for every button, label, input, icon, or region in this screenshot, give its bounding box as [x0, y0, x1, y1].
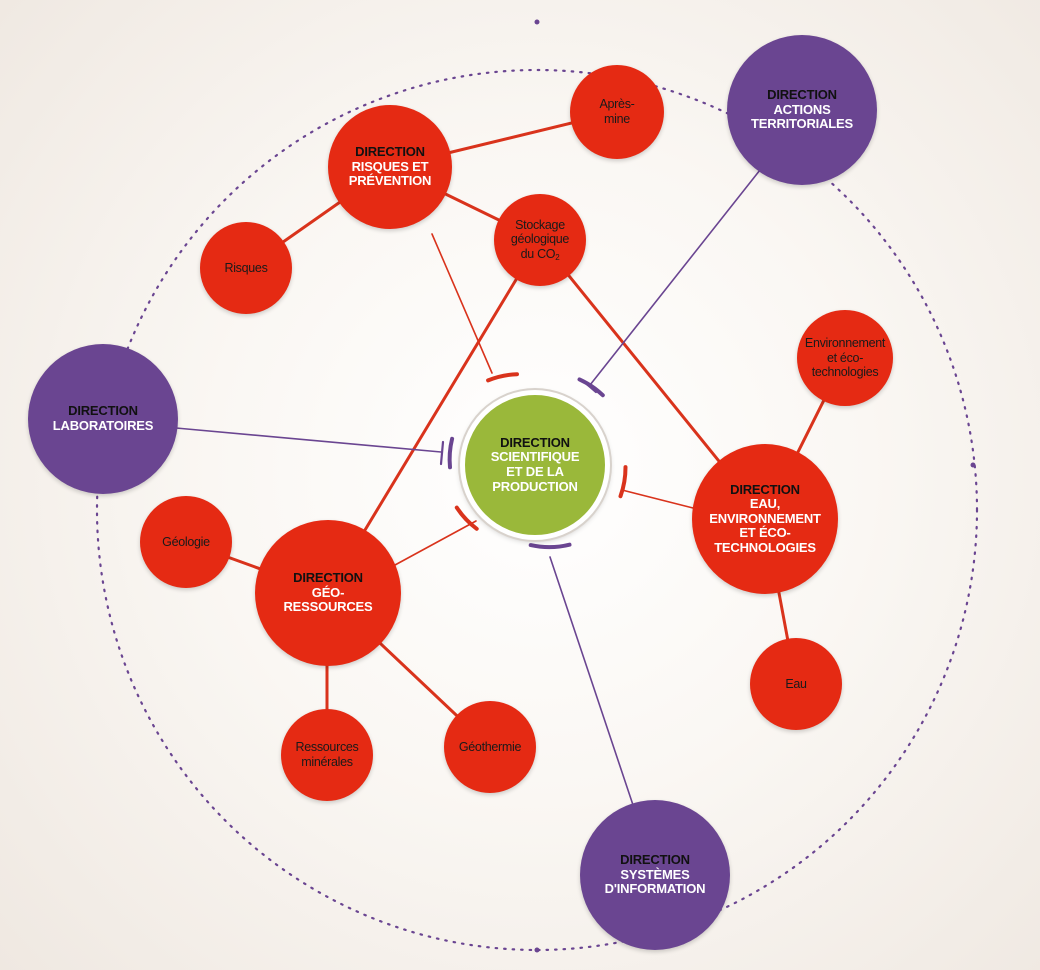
link-center-risques [431, 233, 493, 374]
node-direction-eau-environnement: DIRECTION EAU, ENVIRONNEMENT ET ÉCO- TEC… [692, 444, 838, 594]
systemes-title: SYSTÈMES D'INFORMATION [604, 866, 706, 897]
node-topic-eau: Eau [750, 638, 842, 730]
node-topic-apres-mine: Après- mine [570, 65, 664, 159]
connector-arc-risques [486, 372, 519, 383]
risques-kicker: DIRECTION [355, 144, 425, 160]
node-topic-environnement-eco: Environnement et éco- technologies [797, 310, 893, 406]
ring-dot-right [970, 462, 976, 468]
risques-topic-label: Risques [224, 260, 268, 275]
connector-arc-laboratoires [447, 436, 455, 470]
ring-dot-top [534, 19, 540, 25]
geothermie-label: Géothermie [458, 739, 522, 754]
node-topic-risques: Risques [200, 222, 292, 314]
eau-topic-label: Eau [785, 676, 807, 691]
eau-title: EAU, ENVIRONNEMENT ET ÉCO- TECHNOLOGIES [709, 496, 821, 555]
ressources-minerales-label: Ressources minérales [295, 740, 359, 769]
node-topic-geothermie: Géothermie [444, 701, 536, 793]
geologie-label: Géologie [162, 534, 210, 549]
tick-actions [580, 378, 598, 394]
center-node-direction-scientifique: DIRECTION SCIENTIFIQUE ET DE LA PRODUCTI… [460, 390, 610, 540]
connector-arc-actions [577, 377, 605, 398]
link-center-systemes [549, 556, 634, 806]
link-center-eau [621, 489, 694, 509]
link-center-laboratoires [175, 427, 442, 453]
risques-title: RISQUES ET PRÉVENTION [348, 158, 432, 189]
node-topic-geologie: Géologie [140, 496, 232, 588]
node-direction-systemes-information: DIRECTION SYSTÈMES D'INFORMATION [580, 800, 730, 950]
link-center-geo [394, 520, 477, 566]
connector-arc-systemes [528, 542, 572, 550]
node-direction-risques-prevention: DIRECTION RISQUES ET PRÉVENTION [328, 105, 452, 229]
actions-title: ACTIONS TERRITORIALES [751, 101, 853, 132]
geo-title: GÉO- RESSOURCES [283, 584, 373, 615]
apres-mine-label: Après- mine [599, 97, 635, 126]
systemes-kicker: DIRECTION [620, 852, 690, 868]
eau-kicker: DIRECTION [730, 481, 800, 497]
connector-arc-geo [454, 505, 479, 531]
laboratoires-kicker: DIRECTION [68, 403, 138, 419]
stockage-label: Stockage géologique du CO2 [511, 218, 569, 263]
center-kicker: DIRECTION [500, 434, 570, 450]
stockage-subscript: 2 [555, 253, 560, 263]
geo-kicker: DIRECTION [293, 570, 363, 586]
link-center-actions [589, 169, 761, 386]
env-eco-label: Environnement et éco- technologies [804, 335, 886, 380]
tick-laboratoires [439, 440, 445, 466]
node-topic-stockage-co2: Stockage géologique du CO2 [494, 194, 586, 286]
node-direction-laboratoires: DIRECTION LABORATOIRES [28, 344, 178, 494]
laboratoires-title: LABORATOIRES [52, 418, 154, 433]
center-title: SCIENTIFIQUE ET DE LA PRODUCTION [490, 449, 580, 494]
stockage-text: Stockage géologique du CO [510, 217, 570, 262]
connector-arc-eau [618, 465, 628, 499]
node-direction-actions-territoriales: DIRECTION ACTIONS TERRITORIALES [727, 35, 877, 185]
node-topic-ressources-minerales: Ressources minérales [281, 709, 373, 801]
actions-kicker: DIRECTION [767, 87, 837, 103]
node-direction-georessources: DIRECTION GÉO- RESSOURCES [255, 520, 401, 666]
ring-dot-bottom [534, 947, 540, 953]
